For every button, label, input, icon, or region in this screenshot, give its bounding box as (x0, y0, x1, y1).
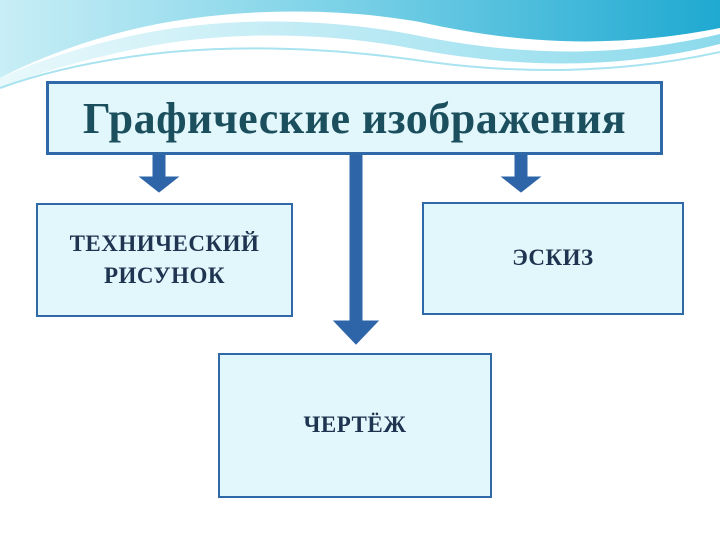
left-arrow-head (138, 176, 180, 193)
technical-drawing-label: ТЕХНИЧЕСКИЙ РИСУНОК (69, 230, 260, 288)
drawing-box: ЧЕРТЁЖ (218, 353, 492, 498)
center-arrow-head (332, 320, 380, 345)
technical-drawing-box: ТЕХНИЧЕСКИЙ РИСУНОК (36, 203, 293, 317)
center-arrow-shaft (349, 154, 363, 322)
diagram-title: Графические изображения (82, 93, 627, 143)
drawing-label: ЧЕРТЁЖ (303, 412, 407, 438)
right-arrow-head (500, 176, 542, 193)
header-wave-decoration (0, 0, 720, 89)
right-arrow-shaft (514, 154, 528, 178)
sketch-box: ЭСКИЗ (422, 202, 684, 315)
title-box: Графические изображения (46, 81, 663, 155)
left-arrow-shaft (152, 154, 166, 178)
sketch-label: ЭСКИЗ (512, 245, 594, 271)
